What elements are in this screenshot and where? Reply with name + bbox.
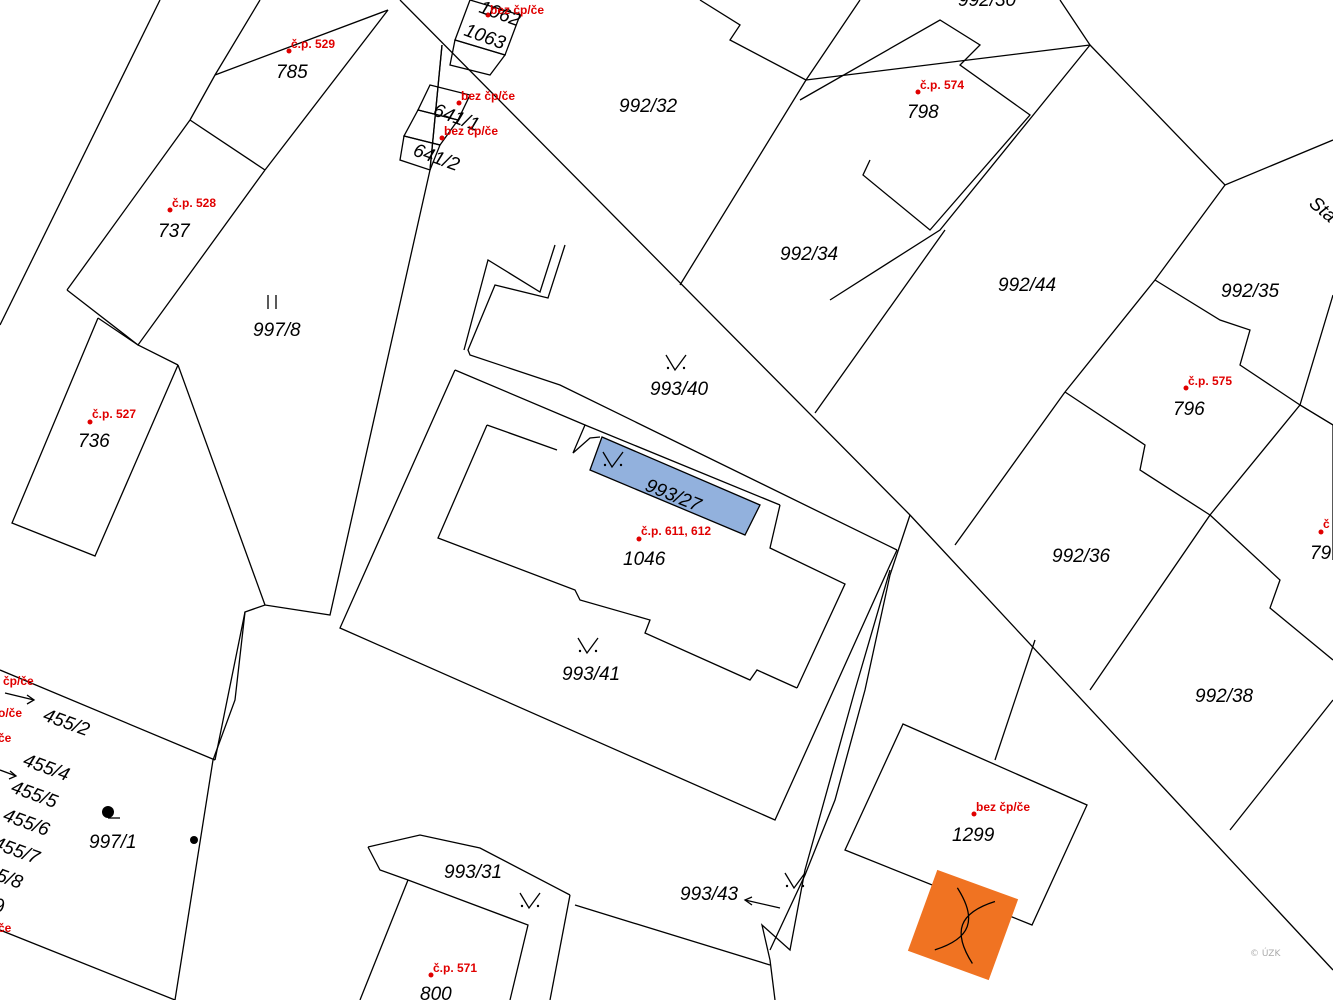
parcel-label-455-6: 455/6	[0, 805, 52, 841]
cp-label-527: č.p. 527	[92, 407, 136, 421]
cp-label-left-4: če	[0, 921, 12, 935]
parcel-label-5-8: 5/8	[0, 865, 26, 894]
parcel-label-9: 9	[0, 896, 5, 917]
house-number-labels: č.p. 529 č.p. 528 č.p. 527 č.p. 574 č.p.…	[0, 3, 1330, 975]
cp-label-571: č.p. 571	[433, 961, 477, 975]
parcel-label-641-2: 641/2	[410, 140, 462, 176]
parcel-label-785: 785	[276, 62, 308, 83]
parcel-label-992-44: 992/44	[998, 275, 1056, 296]
grass-symbol-993-27	[602, 451, 624, 469]
cp-label-left-2: o/če	[0, 706, 22, 720]
parcel-label-992-35: 992/35	[1221, 281, 1280, 302]
parcel-label-798: 798	[907, 102, 939, 123]
parcel-label-993-40: 993/40	[650, 379, 709, 400]
parcel-label-992-32: 992/32	[619, 96, 678, 117]
arrow-993-43	[744, 899, 781, 909]
parcel-label-993-41: 993/41	[562, 664, 620, 685]
bez-cp-label-1063: bez čp/če	[490, 3, 544, 17]
cp-label-528: č.p. 528	[172, 196, 216, 210]
cp-label-left-3: če	[0, 731, 12, 745]
map-symbols	[0, 295, 806, 910]
cp-label-right: č	[1323, 517, 1330, 531]
orange-agency-logo	[907, 869, 1019, 981]
grass-symbol-993-43	[784, 872, 806, 890]
parcel-label-1046: 1046	[623, 549, 666, 570]
cp-label-529: č.p. 529	[291, 37, 335, 51]
bez-cp-label-641-1: bez čp/če	[461, 89, 515, 103]
parcel-label-1299: 1299	[952, 825, 995, 846]
parcel-label-992-30: 992/30	[958, 0, 1017, 11]
parcel-label-992-36: 992/36	[1052, 546, 1111, 567]
parcel-label-800: 800	[420, 984, 452, 1000]
parcel-label-992-38: 992/38	[1195, 686, 1254, 707]
parcel-label-997-8: 997/8	[253, 320, 301, 341]
parcel-label-796: 796	[1173, 399, 1205, 420]
arrow-left-1	[4, 692, 35, 701]
cp-label-574: č.p. 574	[920, 78, 964, 92]
cp-label-left-1: čp/če	[3, 674, 34, 688]
parcel-label-79: 79	[1310, 543, 1332, 564]
cp-label-611-612: č.p. 611, 612	[641, 524, 711, 538]
parcel-label-455-2: 455/2	[40, 705, 92, 741]
parcel-label-993-43: 993/43	[680, 884, 739, 905]
grass-symbol-993-31	[519, 892, 541, 910]
parcel-993-27-highlight[interactable]	[589, 436, 761, 536]
grass-symbol-993-40	[665, 354, 687, 372]
street-label: Sta	[1305, 193, 1333, 227]
parcel-label-992-34: 992/34	[780, 244, 838, 265]
parcel-label-997-1: 997/1	[89, 832, 137, 853]
parcel-label-736: 736	[78, 431, 110, 452]
grass-symbol-993-41	[577, 637, 599, 655]
parcel-label-455-7: 455/7	[0, 833, 43, 869]
house-number-dots	[87, 12, 1324, 978]
boundary-point-symbol	[190, 836, 198, 844]
other-area-symbol	[102, 806, 114, 818]
cp-label-575: č.p. 575	[1188, 374, 1232, 388]
arrow-left-2	[0, 769, 17, 777]
bez-cp-label-1299: bez čp/če	[976, 800, 1030, 814]
parcel-label-737: 737	[158, 221, 191, 242]
bez-cp-label-641-2: bez čp/če	[444, 124, 498, 138]
parcel-label-993-31: 993/31	[444, 862, 502, 883]
watermark-text: © ÚZK	[1250, 947, 1281, 959]
